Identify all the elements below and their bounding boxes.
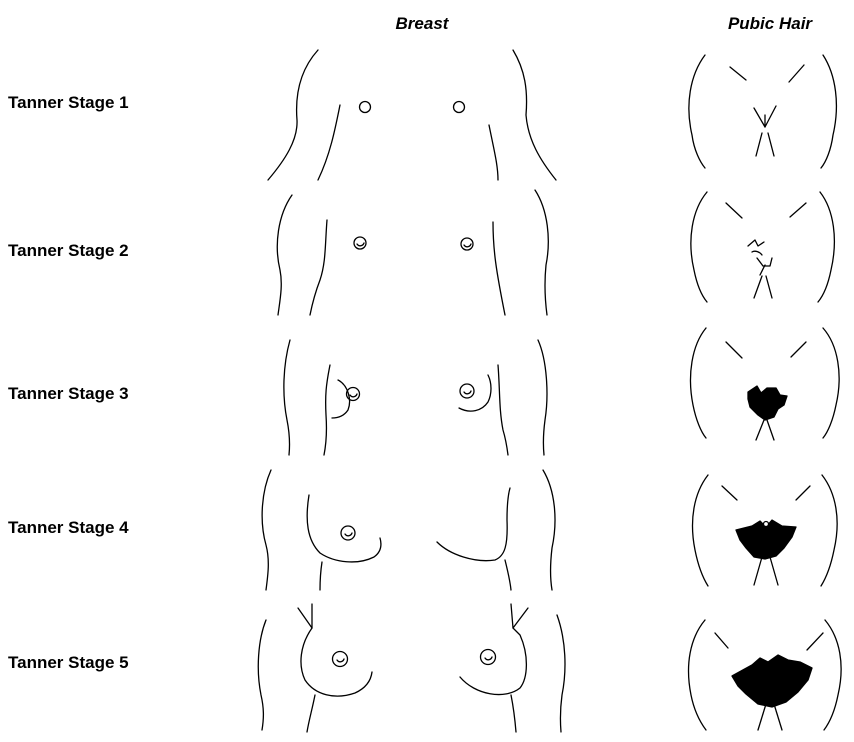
stage-1-pubic-drawing [689, 55, 837, 168]
stage-4-pubic-drawing [693, 475, 838, 586]
stage-2-pubic-drawing [691, 192, 834, 302]
stage-3-pubic-drawing [691, 328, 840, 440]
stage-5-breast-drawing [258, 604, 565, 732]
stage-2-breast-drawing [277, 190, 548, 315]
stage-1-breast-drawing [268, 50, 556, 180]
stage-3-breast-drawing [284, 340, 547, 455]
stage-4-breast-drawing [262, 470, 555, 590]
stage-5-pubic-drawing [689, 620, 842, 730]
